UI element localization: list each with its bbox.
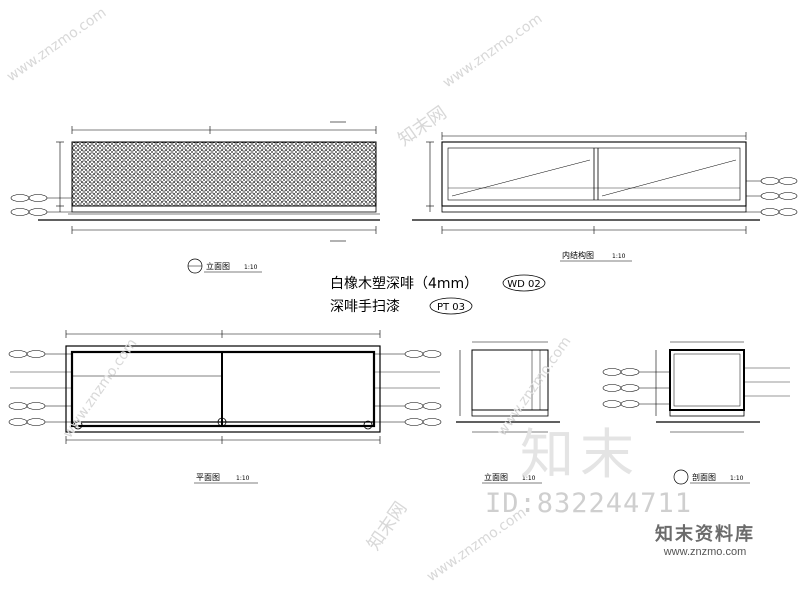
plan-scale: 1:10 — [236, 475, 250, 482]
inner-structure-scale: 1:10 — [612, 253, 626, 260]
plan-view: 平面图 1:10 — [8, 330, 442, 484]
side-elevation-scale: 1:10 — [522, 475, 536, 482]
elevation-view-top: 立面图 1:10 — [10, 121, 380, 274]
section-title: 剖面图 — [692, 472, 716, 482]
plan-title: 平面图 — [196, 473, 220, 482]
side-elevation-view: 立面图 1:10 — [456, 341, 560, 484]
material-caption: 白橡木塑深啡（4mm） WD 02 深啡手扫漆 PT 03 — [330, 274, 546, 315]
elevation-top-scale: 1:10 — [244, 264, 258, 271]
caption-tag2: PT 03 — [437, 302, 465, 313]
caption-line2: 深啡手扫漆 — [330, 299, 400, 315]
inner-structure-title: 内结构图 — [562, 250, 594, 260]
side-elevation-title: 立面图 — [484, 472, 508, 482]
caption-tag1: WD 02 — [507, 279, 541, 290]
section-scale: 1:10 — [730, 475, 744, 482]
elevation-top-title: 立面图 — [206, 261, 230, 271]
section-view: 剖面图 1:10 — [602, 341, 790, 485]
inner-structure-view: 内结构图 1:10 — [412, 132, 798, 262]
lattice-panel — [71, 141, 377, 207]
caption-line1: 白橡木塑深啡（4mm） — [330, 276, 478, 292]
